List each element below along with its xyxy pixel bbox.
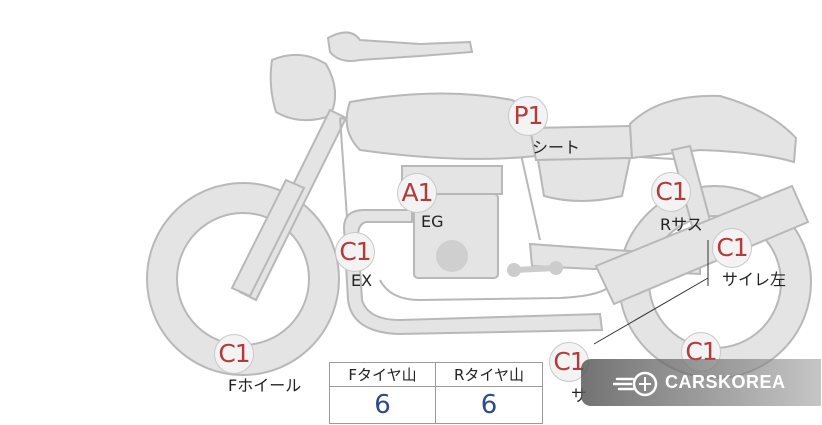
headlight bbox=[269, 53, 337, 122]
peg-knob bbox=[549, 261, 563, 275]
rear-tire-value: 6 bbox=[480, 390, 498, 420]
label-engine: EG bbox=[421, 212, 444, 231]
foot-peg bbox=[511, 265, 559, 273]
tire-tread-table: Fタイヤ山 Rタイヤ山 6 6 bbox=[329, 362, 543, 424]
rear-tire-header: Rタイヤ山 bbox=[436, 363, 542, 387]
rear-fender bbox=[628, 94, 798, 164]
marker-exhaust: C1 bbox=[335, 232, 375, 272]
engine-block bbox=[413, 193, 499, 279]
peg-knob bbox=[507, 263, 521, 277]
watermark-text: CARSKOREA bbox=[665, 372, 786, 392]
front-tire-header: Fタイヤ山 bbox=[330, 363, 436, 387]
muffler bbox=[594, 184, 810, 306]
label-front-wheel: Fホイール bbox=[228, 376, 302, 395]
carskorea-logo-icon bbox=[613, 371, 658, 396]
marker-rear-suspension: C1 bbox=[651, 172, 691, 212]
front-tire-value: 6 bbox=[330, 387, 436, 423]
fork-tube bbox=[230, 178, 306, 298]
frame-lower bbox=[379, 279, 611, 302]
carskorea-watermark: CARSKOREA bbox=[581, 359, 821, 406]
marker-seat: P1 bbox=[508, 96, 548, 136]
label-silencer-left: サイレ左 bbox=[722, 270, 787, 289]
label-seat: シート bbox=[532, 138, 581, 157]
marker-engine: A1 bbox=[397, 173, 437, 213]
engine-cover bbox=[436, 240, 468, 272]
marker-silencer-left: C1 bbox=[712, 228, 752, 268]
marker-front-wheel: C1 bbox=[214, 334, 254, 374]
handlebar bbox=[326, 31, 474, 62]
leader-line-side bbox=[593, 277, 709, 345]
label-exhaust: EX bbox=[351, 271, 373, 290]
label-rear-suspension: Rサス bbox=[660, 215, 703, 234]
exhaust-pipe bbox=[342, 209, 604, 336]
side-cover bbox=[536, 156, 632, 202]
